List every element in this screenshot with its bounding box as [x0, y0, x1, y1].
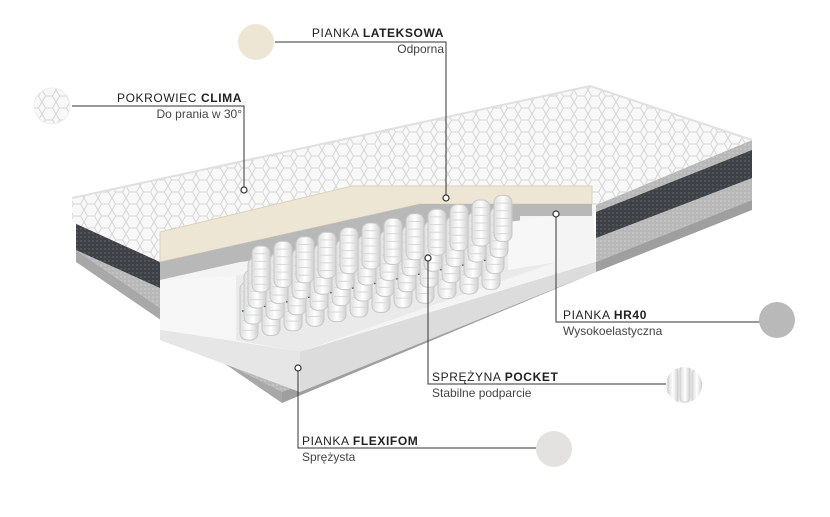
clima-subtitle: Do prania w 30° [156, 107, 242, 121]
latex-subtitle: Odporna [397, 42, 444, 56]
latex-foam-swatch-icon [238, 24, 274, 60]
pocket-spring [251, 245, 271, 293]
flexifom-subtitle: Sprężysta [302, 450, 356, 464]
pocket-springs [239, 194, 513, 341]
pocket-subtitle: Stabilne podparcie [432, 386, 532, 400]
pocket-callout: SPRĘŻYNA POCKET Stabilne podparcie [432, 369, 558, 401]
flexifom-foam-swatch-icon [536, 431, 572, 467]
clima-title-plain: POKROWIEC [116, 91, 201, 105]
hr40-subtitle: Wysokoelastyczna [563, 324, 663, 338]
pocket-spring [317, 231, 337, 279]
quilted-cover-swatch-icon [33, 87, 71, 125]
hr40-title-bold: HR40 [613, 308, 647, 322]
pocket-spring [339, 227, 359, 275]
pocket-spring [427, 208, 447, 256]
pocket-spring [405, 213, 425, 261]
hr40-callout: PIANKA HR40 Wysokoelastyczna [563, 307, 662, 339]
mattress [71, 84, 753, 403]
pocket-spring [273, 240, 293, 288]
flexifom-callout: PIANKA FLEXIFOM Sprężysta [302, 433, 418, 465]
mattress-left-band [76, 222, 160, 288]
clima-callout: POKROWIEC CLIMA Do prania w 30° [117, 90, 242, 122]
leader-lines [72, 41, 764, 449]
pocket-spring [361, 222, 381, 270]
pocket-spring [383, 217, 403, 265]
pocket-title-plain: SPRĘŻYNA [432, 370, 505, 384]
clima-title-bold: CLIMA [201, 91, 242, 105]
mattress-right-band [596, 150, 752, 238]
latex-title-plain: PIANKA [311, 26, 363, 40]
leader-dots [240, 186, 560, 372]
latex-title-bold: LATEKSOWA [362, 26, 444, 40]
pocket-spring [449, 204, 469, 252]
pocket-spring-swatch-icon [666, 367, 702, 403]
flexifom-title-bold: FLEXIFOM [352, 434, 419, 448]
cutaway-section [159, 185, 596, 392]
hr40-foam-swatch-icon [759, 302, 795, 338]
pocket-spring [471, 199, 491, 247]
flexifom-title-plain: PIANKA [302, 434, 353, 448]
pocket-title-bold: POCKET [504, 370, 559, 384]
pocket-spring [493, 194, 513, 242]
pocket-spring [295, 236, 315, 284]
hr40-title-plain: PIANKA [563, 308, 614, 322]
latex-callout: PIANKA LATEKSOWA Odporna [312, 25, 444, 57]
